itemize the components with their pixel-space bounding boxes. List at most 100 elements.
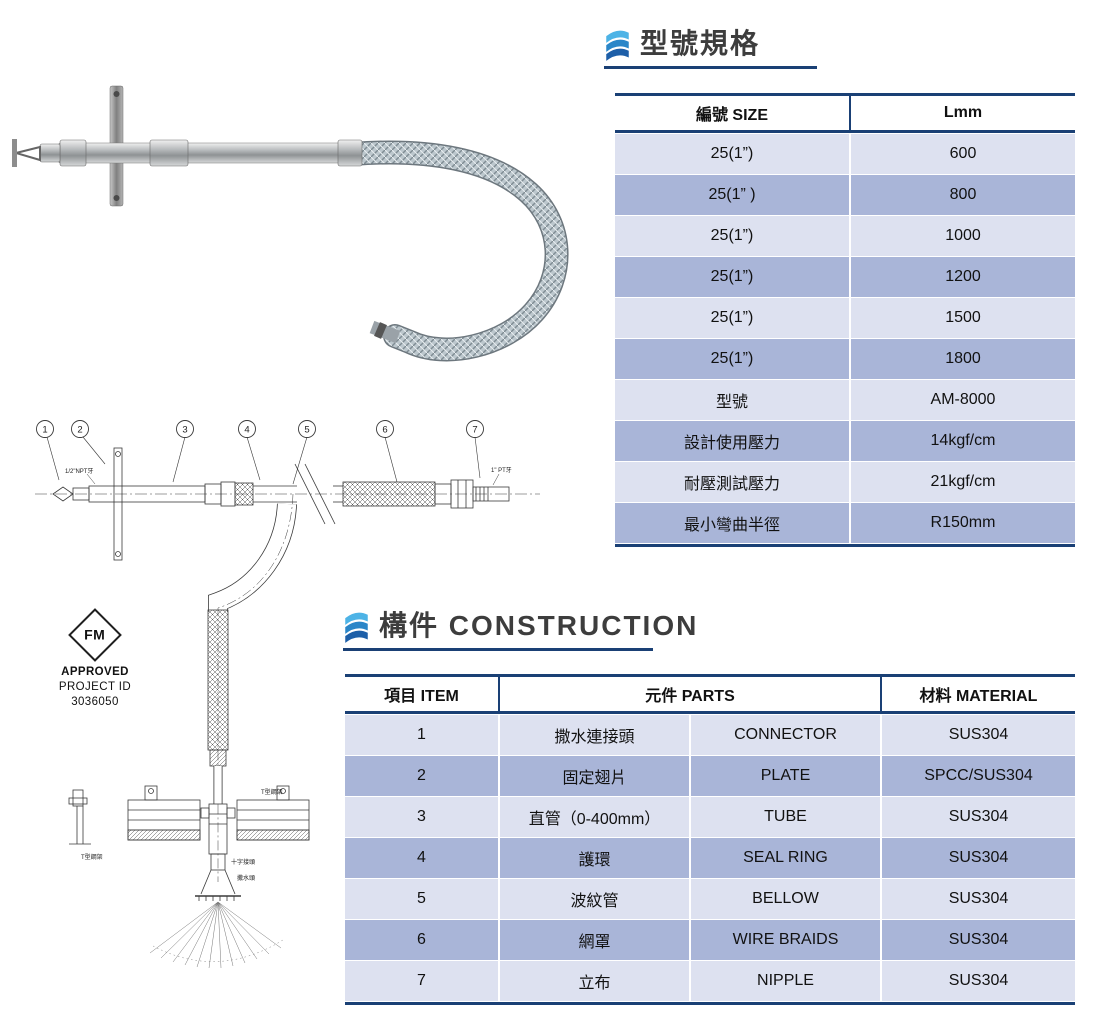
sprinkler-head-label: 撒水頭 xyxy=(237,874,255,882)
sprinkler-head xyxy=(12,139,61,167)
spec-table-header: 編號 SIZE Lmm xyxy=(615,93,1075,133)
size-cell: 25(1” ) xyxy=(615,175,849,215)
length-cell: 1500 xyxy=(851,298,1075,338)
spec-label-cell: 最小彎曲半徑 xyxy=(615,503,849,543)
table-row: 4 護環 SEAL RING SUS304 xyxy=(345,838,1075,878)
table-row: 25(1”) 1200 xyxy=(615,257,1075,297)
material-cell: SUS304 xyxy=(882,920,1075,960)
item-cell: 7 xyxy=(345,961,498,1001)
fm-logo-text: FM xyxy=(84,627,106,643)
callout-1: 1 xyxy=(42,425,47,436)
table-row: 7 立布 NIPPLE SUS304 xyxy=(345,961,1075,1001)
table-row: 2 固定翅片 PLATE SPCC/SUS304 xyxy=(345,756,1075,796)
pt-label: 1" PT牙 xyxy=(491,467,512,474)
size-cell: 25(1”) xyxy=(615,216,849,256)
table-row: 25(1”) 1800 xyxy=(615,339,1075,379)
callout-6: 6 xyxy=(382,425,387,436)
header-parts: 元件 PARTS xyxy=(500,677,882,711)
length-cell: 600 xyxy=(851,134,1075,174)
fm-approval: FM APPROVED PROJECT ID 3036050 xyxy=(53,608,137,708)
tbar-left-label: T型鋼架 xyxy=(81,853,103,861)
material-cell: SUS304 xyxy=(882,797,1075,837)
item-cell: 6 xyxy=(345,920,498,960)
spec-label-cell: 型號 xyxy=(615,380,849,420)
spec-section-title: 型號規格 xyxy=(604,26,760,62)
header-size: 編號 SIZE xyxy=(615,96,851,130)
ceiling-mount xyxy=(68,785,310,855)
length-cell: 1200 xyxy=(851,257,1075,297)
item-cell: 1 xyxy=(345,715,498,755)
table-row: 25(1”) 600 xyxy=(615,134,1075,174)
part-zh-cell: 直管（0-400mm） xyxy=(500,797,689,837)
table-bottom-border xyxy=(615,544,1075,547)
callout-2: 2 xyxy=(77,425,82,436)
part-en-cell: CONNECTOR xyxy=(691,715,880,755)
length-cell: 800 xyxy=(851,175,1075,215)
table-row: 耐壓測試壓力 21kgf/cm xyxy=(615,462,1075,502)
callout-circles xyxy=(36,420,484,438)
table-row: 25(1”) 1000 xyxy=(615,216,1075,256)
spec-table: 編號 SIZE Lmm 25(1”) 600 25(1” ) 800 25(1”… xyxy=(615,93,1075,547)
part-zh-cell: 固定翅片 xyxy=(500,756,689,796)
technical-drawing: 1 2 3 4 5 6 7 xyxy=(35,420,540,969)
item-cell: 3 xyxy=(345,797,498,837)
ribbon-icon xyxy=(606,30,629,61)
item-cell: 5 xyxy=(345,879,498,919)
length-cell: 1000 xyxy=(851,216,1075,256)
callout-4: 4 xyxy=(244,425,249,436)
spec-value-cell: R150mm xyxy=(851,503,1075,543)
size-cell: 25(1”) xyxy=(615,134,849,174)
part-zh-cell: 波紋管 xyxy=(500,879,689,919)
spec-value-cell: AM-8000 xyxy=(851,380,1075,420)
table-row: 6 網罩 WIRE BRAIDS SUS304 xyxy=(345,920,1075,960)
spec-value-cell: 14kgf/cm xyxy=(851,421,1075,461)
construction-title-text: 構件 CONSTRUCTION xyxy=(379,610,699,641)
part-zh-cell: 護環 xyxy=(500,838,689,878)
construction-table: 項目 ITEM 元件 PARTS 材料 MATERIAL 1 撒水連接頭 CON… xyxy=(345,674,1075,1005)
size-cell: 25(1”) xyxy=(615,339,849,379)
header-lmm: Lmm xyxy=(943,104,983,121)
table-row: 最小彎曲半徑 R150mm xyxy=(615,503,1075,543)
spec-value-cell: 21kgf/cm xyxy=(851,462,1075,502)
tbar-right-label: T型鋼架 xyxy=(261,788,283,796)
construction-table-header: 項目 ITEM 元件 PARTS 材料 MATERIAL xyxy=(345,674,1075,714)
table-row: 3 直管（0-400mm） TUBE SUS304 xyxy=(345,797,1075,837)
fm-approved-text: APPROVED xyxy=(61,666,129,678)
fm-diamond-logo: FM xyxy=(68,608,122,662)
cross-joint-label: 十字接頭 xyxy=(231,858,255,866)
assembly-vertical xyxy=(207,493,297,882)
material-cell: SUS304 xyxy=(882,715,1075,755)
spec-title-text: 型號規格 xyxy=(640,28,761,59)
size-cell: 25(1”) xyxy=(615,257,849,297)
hose-end-fitting xyxy=(369,320,401,344)
construction-section-title: 構件 CONSTRUCTION xyxy=(343,608,698,644)
material-cell: SPCC/SUS304 xyxy=(882,756,1075,796)
inlet-pipe xyxy=(57,139,363,167)
item-cell: 2 xyxy=(345,756,498,796)
callout-numbers: 1 2 3 4 5 6 7 xyxy=(42,425,477,436)
table-row: 25(1” ) 800 xyxy=(615,175,1075,215)
length-cell: 1800 xyxy=(851,339,1075,379)
part-en-cell: NIPPLE xyxy=(691,961,880,1001)
construction-title-underline xyxy=(343,648,653,651)
sprinkler-spray xyxy=(149,853,284,969)
material-cell: SUS304 xyxy=(882,961,1075,1001)
part-en-cell: PLATE xyxy=(691,756,880,796)
table-row: 1 撒水連接頭 CONNECTOR SUS304 xyxy=(345,715,1075,755)
drawing-labels: 1/2"NPT牙 1" PT牙 T型鋼架 T型鋼架 十字接頭 撒水頭 xyxy=(65,467,512,882)
braided-hose xyxy=(340,140,569,362)
callout-leader-lines xyxy=(46,436,481,485)
spec-title-underline xyxy=(604,66,817,69)
material-cell: SUS304 xyxy=(882,838,1075,878)
part-zh-cell: 撒水連接頭 xyxy=(500,715,689,755)
item-cell: 4 xyxy=(345,838,498,878)
product-photo xyxy=(12,85,569,362)
part-en-cell: BELLOW xyxy=(691,879,880,919)
part-zh-cell: 網罩 xyxy=(500,920,689,960)
assembly-horizontal xyxy=(35,447,540,561)
ribbon-icon xyxy=(345,612,368,643)
material-cell: SUS304 xyxy=(882,879,1075,919)
part-en-cell: TUBE xyxy=(691,797,880,837)
size-cell: 25(1”) xyxy=(615,298,849,338)
part-zh-cell: 立布 xyxy=(500,961,689,1001)
